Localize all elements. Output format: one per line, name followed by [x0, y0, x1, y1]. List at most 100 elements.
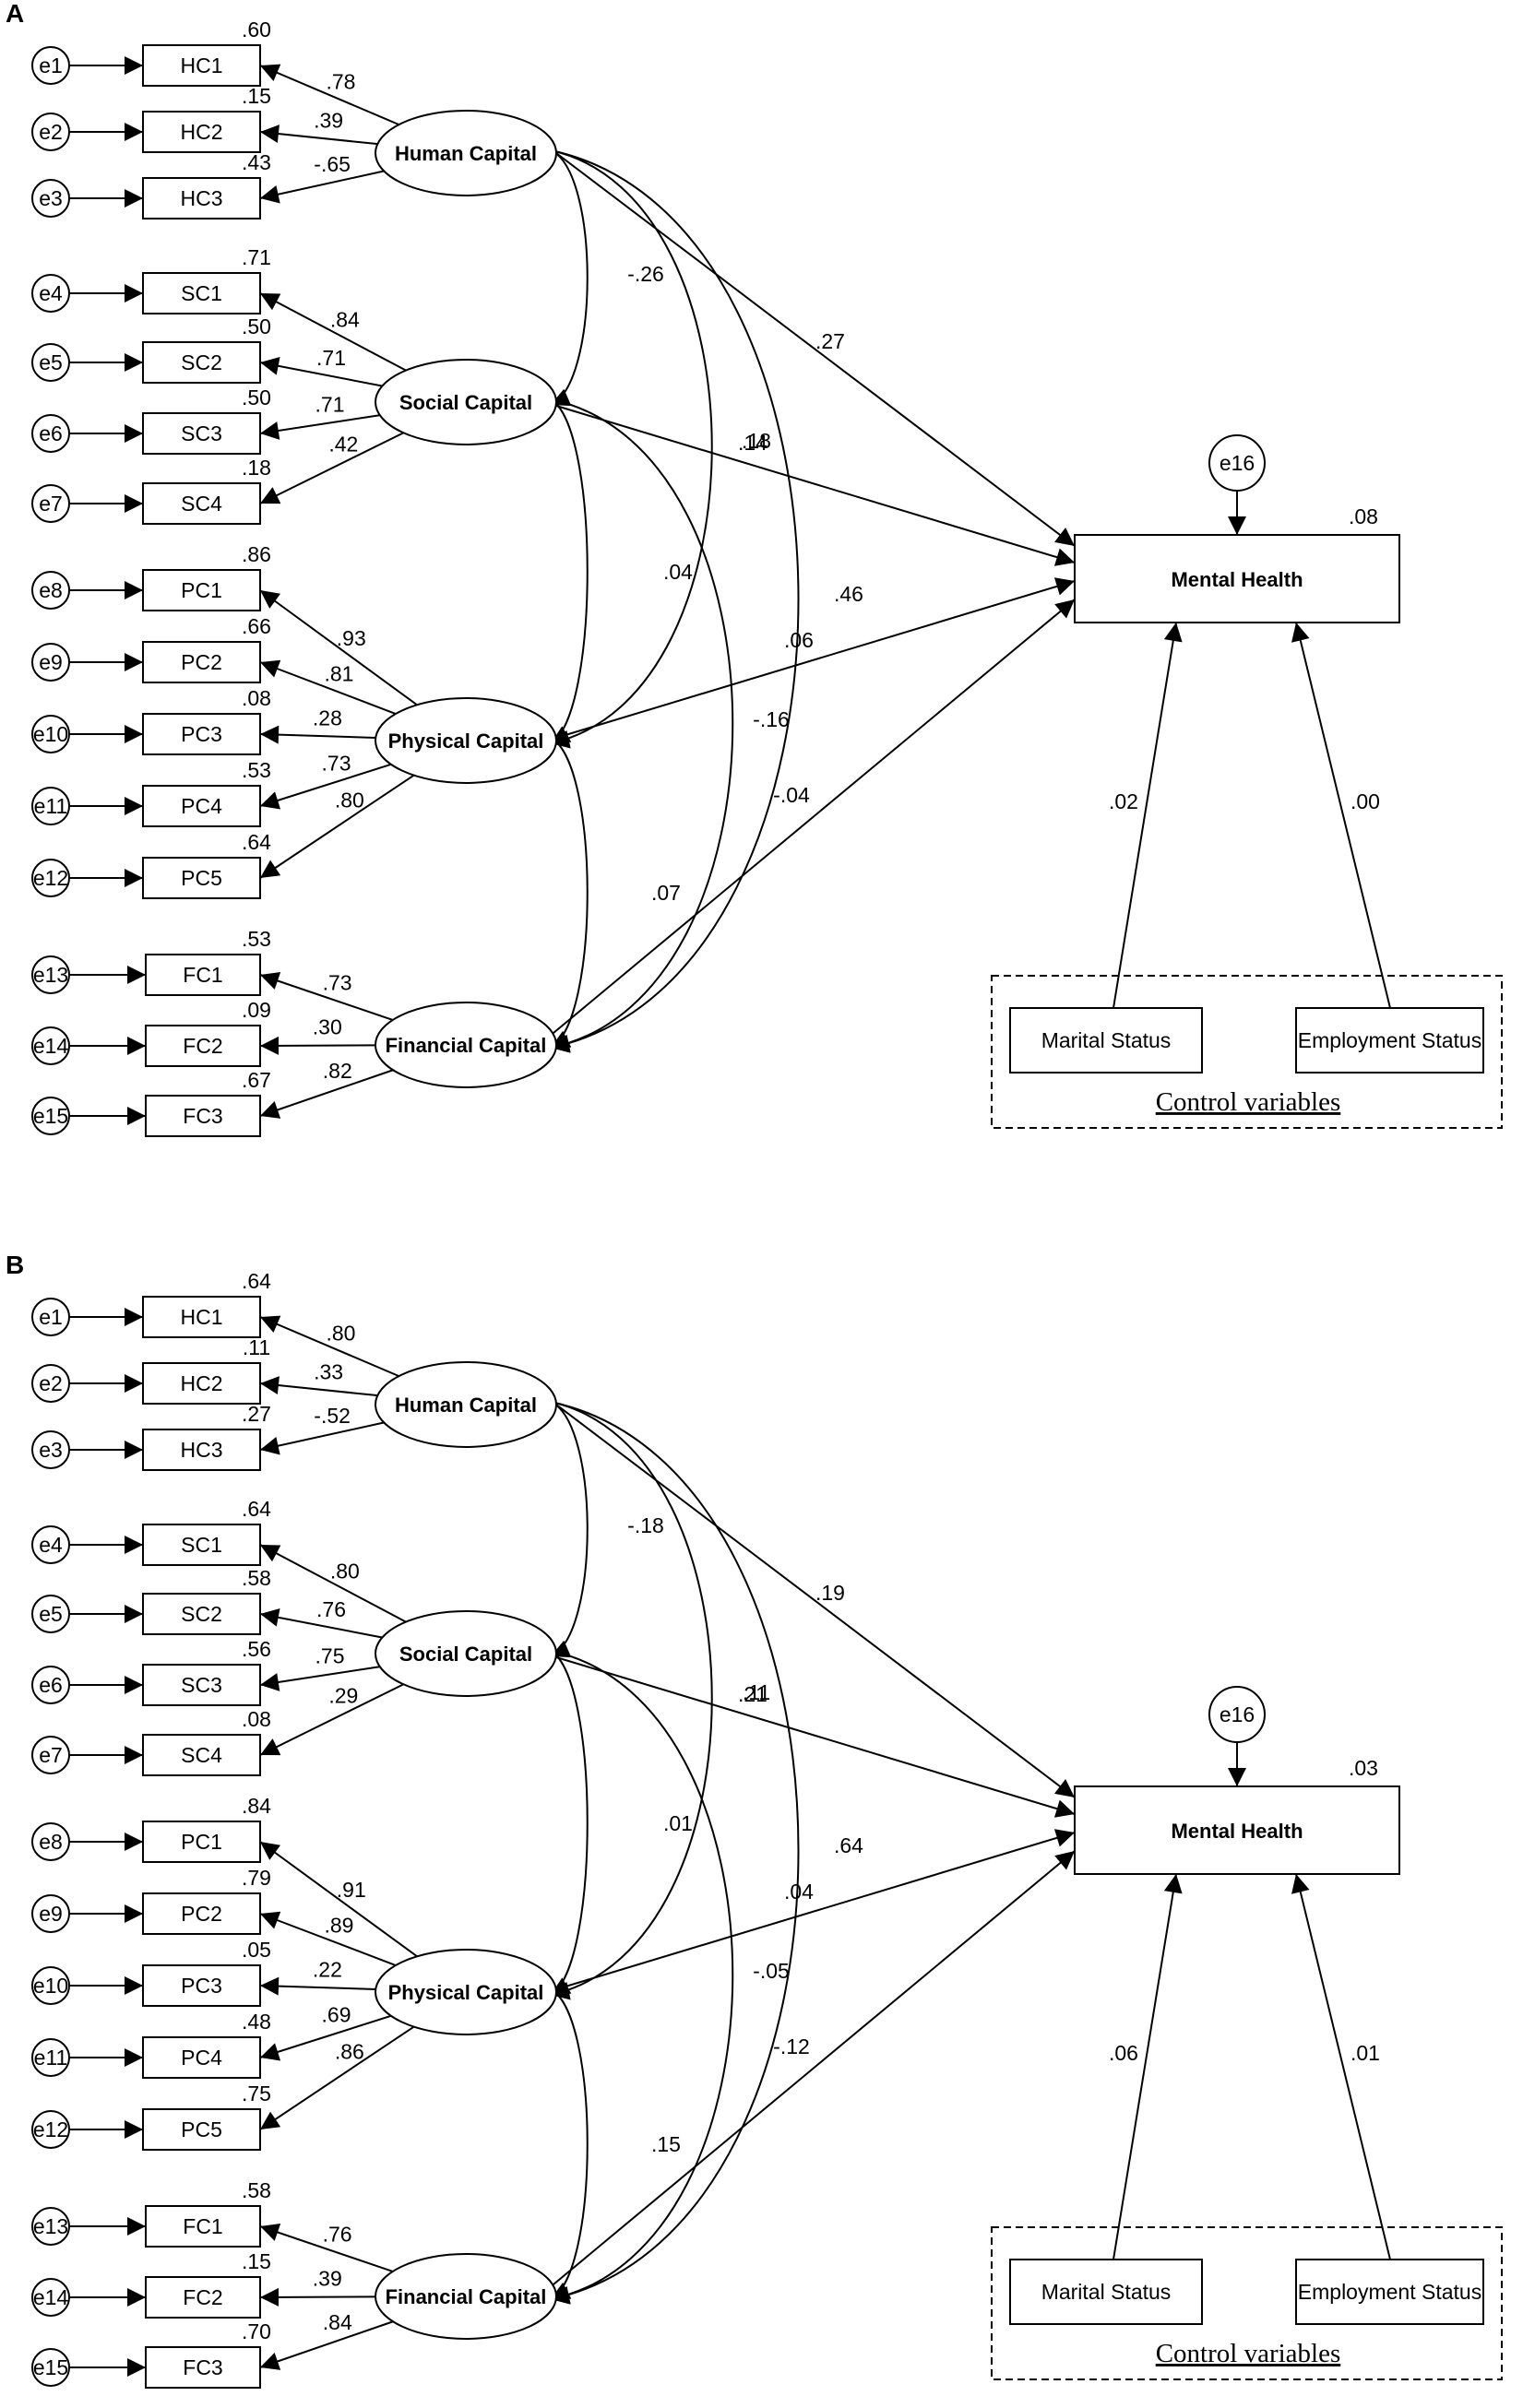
control-coefficient: .02 — [1109, 789, 1138, 813]
indicator-r-squared: .64 — [242, 1497, 271, 1521]
latent-ellipse — [375, 697, 557, 784]
indicator-box — [142, 341, 261, 384]
covariance-hc-fc: .46 — [530, 137, 863, 1053]
indicator-box — [142, 1593, 261, 1635]
loading-arrow — [259, 1376, 378, 1397]
covariance-value: -.05 — [753, 1959, 790, 1983]
covariance-arc — [530, 386, 734, 1053]
error-term-label: e1 — [39, 53, 63, 77]
control-employment-status: Employment Status.01 — [1291, 1873, 1484, 2325]
loading-value: -.52 — [314, 1404, 351, 1428]
indicator-name: FC3 — [183, 1104, 222, 1128]
covariance-hc-pc: .21 — [530, 1388, 767, 2000]
indicator-name: PC5 — [181, 866, 222, 890]
loading-arrow — [259, 1607, 383, 1639]
indicator-r-squared: .27 — [242, 1402, 271, 1426]
path-hc-to-mental-health: .19 — [555, 1404, 1076, 1798]
structural-path-arrow — [553, 599, 1076, 1034]
loading-arrow — [259, 725, 376, 744]
path-fc-to-mental-health: -.04 — [553, 599, 1076, 1034]
covariance-arc — [530, 1388, 713, 2000]
covariance-arc — [529, 1385, 589, 1658]
error-term-label: e3 — [39, 186, 63, 210]
indicator-box — [142, 569, 261, 611]
indicator-box — [145, 954, 261, 996]
covariance-value: -.26 — [627, 262, 664, 286]
indicator-r-squared: .71 — [242, 245, 271, 269]
indicator-box — [142, 641, 261, 683]
loading-arrow — [259, 2287, 376, 2307]
structural-path-arrow — [555, 577, 1076, 739]
control-box — [1295, 1007, 1484, 1074]
error-term-label: e15 — [33, 2355, 68, 2379]
indicator-r-squared: .75 — [242, 2082, 271, 2106]
loading-arrow — [259, 2320, 394, 2370]
indicator-box — [142, 111, 261, 153]
error-term-label: e6 — [39, 1673, 63, 1697]
error-term-label: e7 — [39, 1743, 63, 1767]
latent-ellipse — [375, 2253, 557, 2340]
path-coefficient: .11 — [743, 1680, 770, 1704]
outcome-name: Mental Health — [1171, 1820, 1303, 1843]
indicator-r-squared: .53 — [242, 927, 271, 951]
indicator-box — [142, 2036, 261, 2079]
indicator-box — [145, 2205, 261, 2248]
covariance-sc-pc: .04 — [529, 382, 693, 744]
outcome-error-label: e16 — [1220, 451, 1255, 475]
loading-arrow — [259, 2025, 415, 2130]
error-term-label: e4 — [39, 1533, 63, 1557]
error-term-label: e12 — [33, 2117, 68, 2141]
latent-ellipse — [375, 359, 557, 445]
error-term-label: e14 — [33, 2285, 69, 2309]
loading-value: .80 — [330, 1560, 360, 1584]
loading-value: .30 — [313, 1015, 342, 1039]
control-coefficient: .06 — [1109, 2041, 1138, 2065]
loading-arrow — [259, 64, 400, 126]
indicator-name: SC3 — [181, 1673, 222, 1697]
controls-label: Control variables — [1156, 1087, 1341, 1117]
covariance-arc — [529, 1633, 589, 1996]
panel-label: A — [6, 0, 24, 28]
latent-social-capital: Social Capital — [375, 359, 557, 445]
structural-path-arrow — [555, 405, 1076, 566]
indicator-r-squared: .70 — [242, 2319, 271, 2343]
covariance-value: .07 — [651, 881, 681, 905]
covariance-arc — [530, 1389, 800, 2305]
path-pc-to-mental-health: .04 — [555, 1829, 1076, 1990]
indicator-r-squared: .15 — [242, 2249, 271, 2273]
error-term-label: e15 — [33, 1104, 68, 1128]
control-name: Marital Status — [1041, 2280, 1172, 2304]
structural-path-arrow — [555, 152, 1076, 547]
error-term-label: e11 — [34, 794, 68, 818]
error-term-label: e4 — [39, 281, 63, 305]
control-box — [1295, 2259, 1484, 2325]
loading-arrow — [259, 971, 394, 1022]
covariance-value: .15 — [651, 2132, 681, 2156]
indicator-box — [142, 412, 261, 455]
controls-label: Control variables — [1156, 2339, 1341, 2368]
indicator-box — [142, 1429, 261, 1471]
latent-name: Human Capital — [395, 1394, 537, 1417]
indicator-name: PC3 — [181, 722, 222, 746]
indicator-name: FC1 — [183, 963, 222, 987]
loading-value: .73 — [323, 970, 352, 994]
covariance-value: .21 — [738, 1682, 767, 1706]
structural-path-arrow — [555, 1656, 1076, 1818]
control-variables: Marital Status .06 Employment Status.01Con… — [991, 1873, 1503, 2380]
loading-value: .80 — [326, 1321, 355, 1345]
latent-financial-capital: Financial Capital — [375, 1002, 557, 1088]
indicator-r-squared: .56 — [242, 1637, 271, 1661]
loading-arrow — [259, 1069, 394, 1119]
